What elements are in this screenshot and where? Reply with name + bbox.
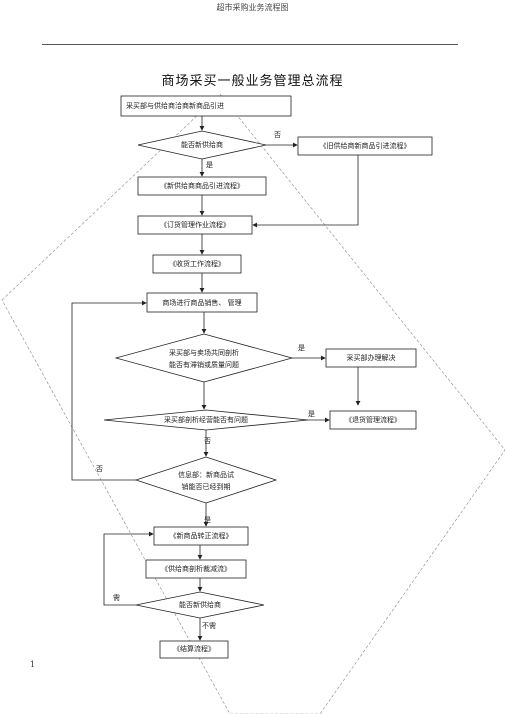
box-sales [146,292,258,313]
diagram-title: 商场采买一般业务管理总流程 [161,74,344,89]
node-resolve-text: 采买部办理解决 [346,354,396,362]
box-settle [159,640,229,659]
node-intro-text: 采买部与供给商洽商新商品引进 [126,102,224,110]
arrow-trial-loop-to-sales [71,300,147,481]
box-old [297,136,433,156]
diamond-need [135,591,265,619]
node-receive-text: 《收货工作流程》 [169,260,225,268]
node-sales-text: 商场进行商品销售、 管理 [162,299,242,307]
label-yes-return: 是 [308,410,315,418]
node-quality-text-1: 采买部与卖场共同剖析 [169,349,239,357]
label-no-old: 否 [274,131,281,139]
box-resolve [325,348,417,368]
node-need-text: 能否新供给商 [179,601,221,609]
node-quality-text-2: 能否有滞销或质量问题 [169,361,239,369]
node-settle-text: 《结算流程》 [173,645,215,653]
box-intro [120,95,292,117]
node-regular-text: 《新商品转正流程》 [169,532,233,540]
header-rule [42,44,458,45]
label-yes-regular: 是 [204,516,211,524]
box-regular [153,526,249,546]
label-yes-new: 是 [206,161,213,169]
label-no-loop: 否 [96,465,103,473]
node-trial-text-1: 信息部：新商品试 [178,471,234,479]
node-return-text: 《退货管理流程》 [345,416,401,424]
label-yes-resolve: 是 [298,344,305,352]
node-eliminate-text: 《供给商剖析裁减流》 [161,565,231,573]
node-old-text: 《旧供给商新商品引进流程》 [319,142,411,150]
box-order [137,215,253,235]
page-number: 1 [30,660,36,669]
page-header: 超市采购业务流程图 [216,3,289,12]
node-trial-text-2: 销能否已经到期 [181,483,231,491]
box-receive [152,254,242,274]
label-no-trial: 否 [204,437,211,445]
arrow-old-to-order [252,155,359,228]
node-order-text: 《订货管理作业流程》 [160,221,230,229]
arrow-need-loop-to-regular [103,531,154,606]
diamond-quality [114,333,294,383]
node-newsupplier-text: 能否新供给商 [181,141,223,149]
node-problem-text: 采买部剖析经营能否有问题 [164,416,248,424]
node-newintro-text: 《新供给商商品引进流程》 [160,182,244,190]
label-need: 需 [113,594,120,602]
diamond-trial [134,456,278,504]
box-eliminate [145,559,247,579]
box-return [329,410,417,430]
label-noneed: 不需 [202,622,216,630]
